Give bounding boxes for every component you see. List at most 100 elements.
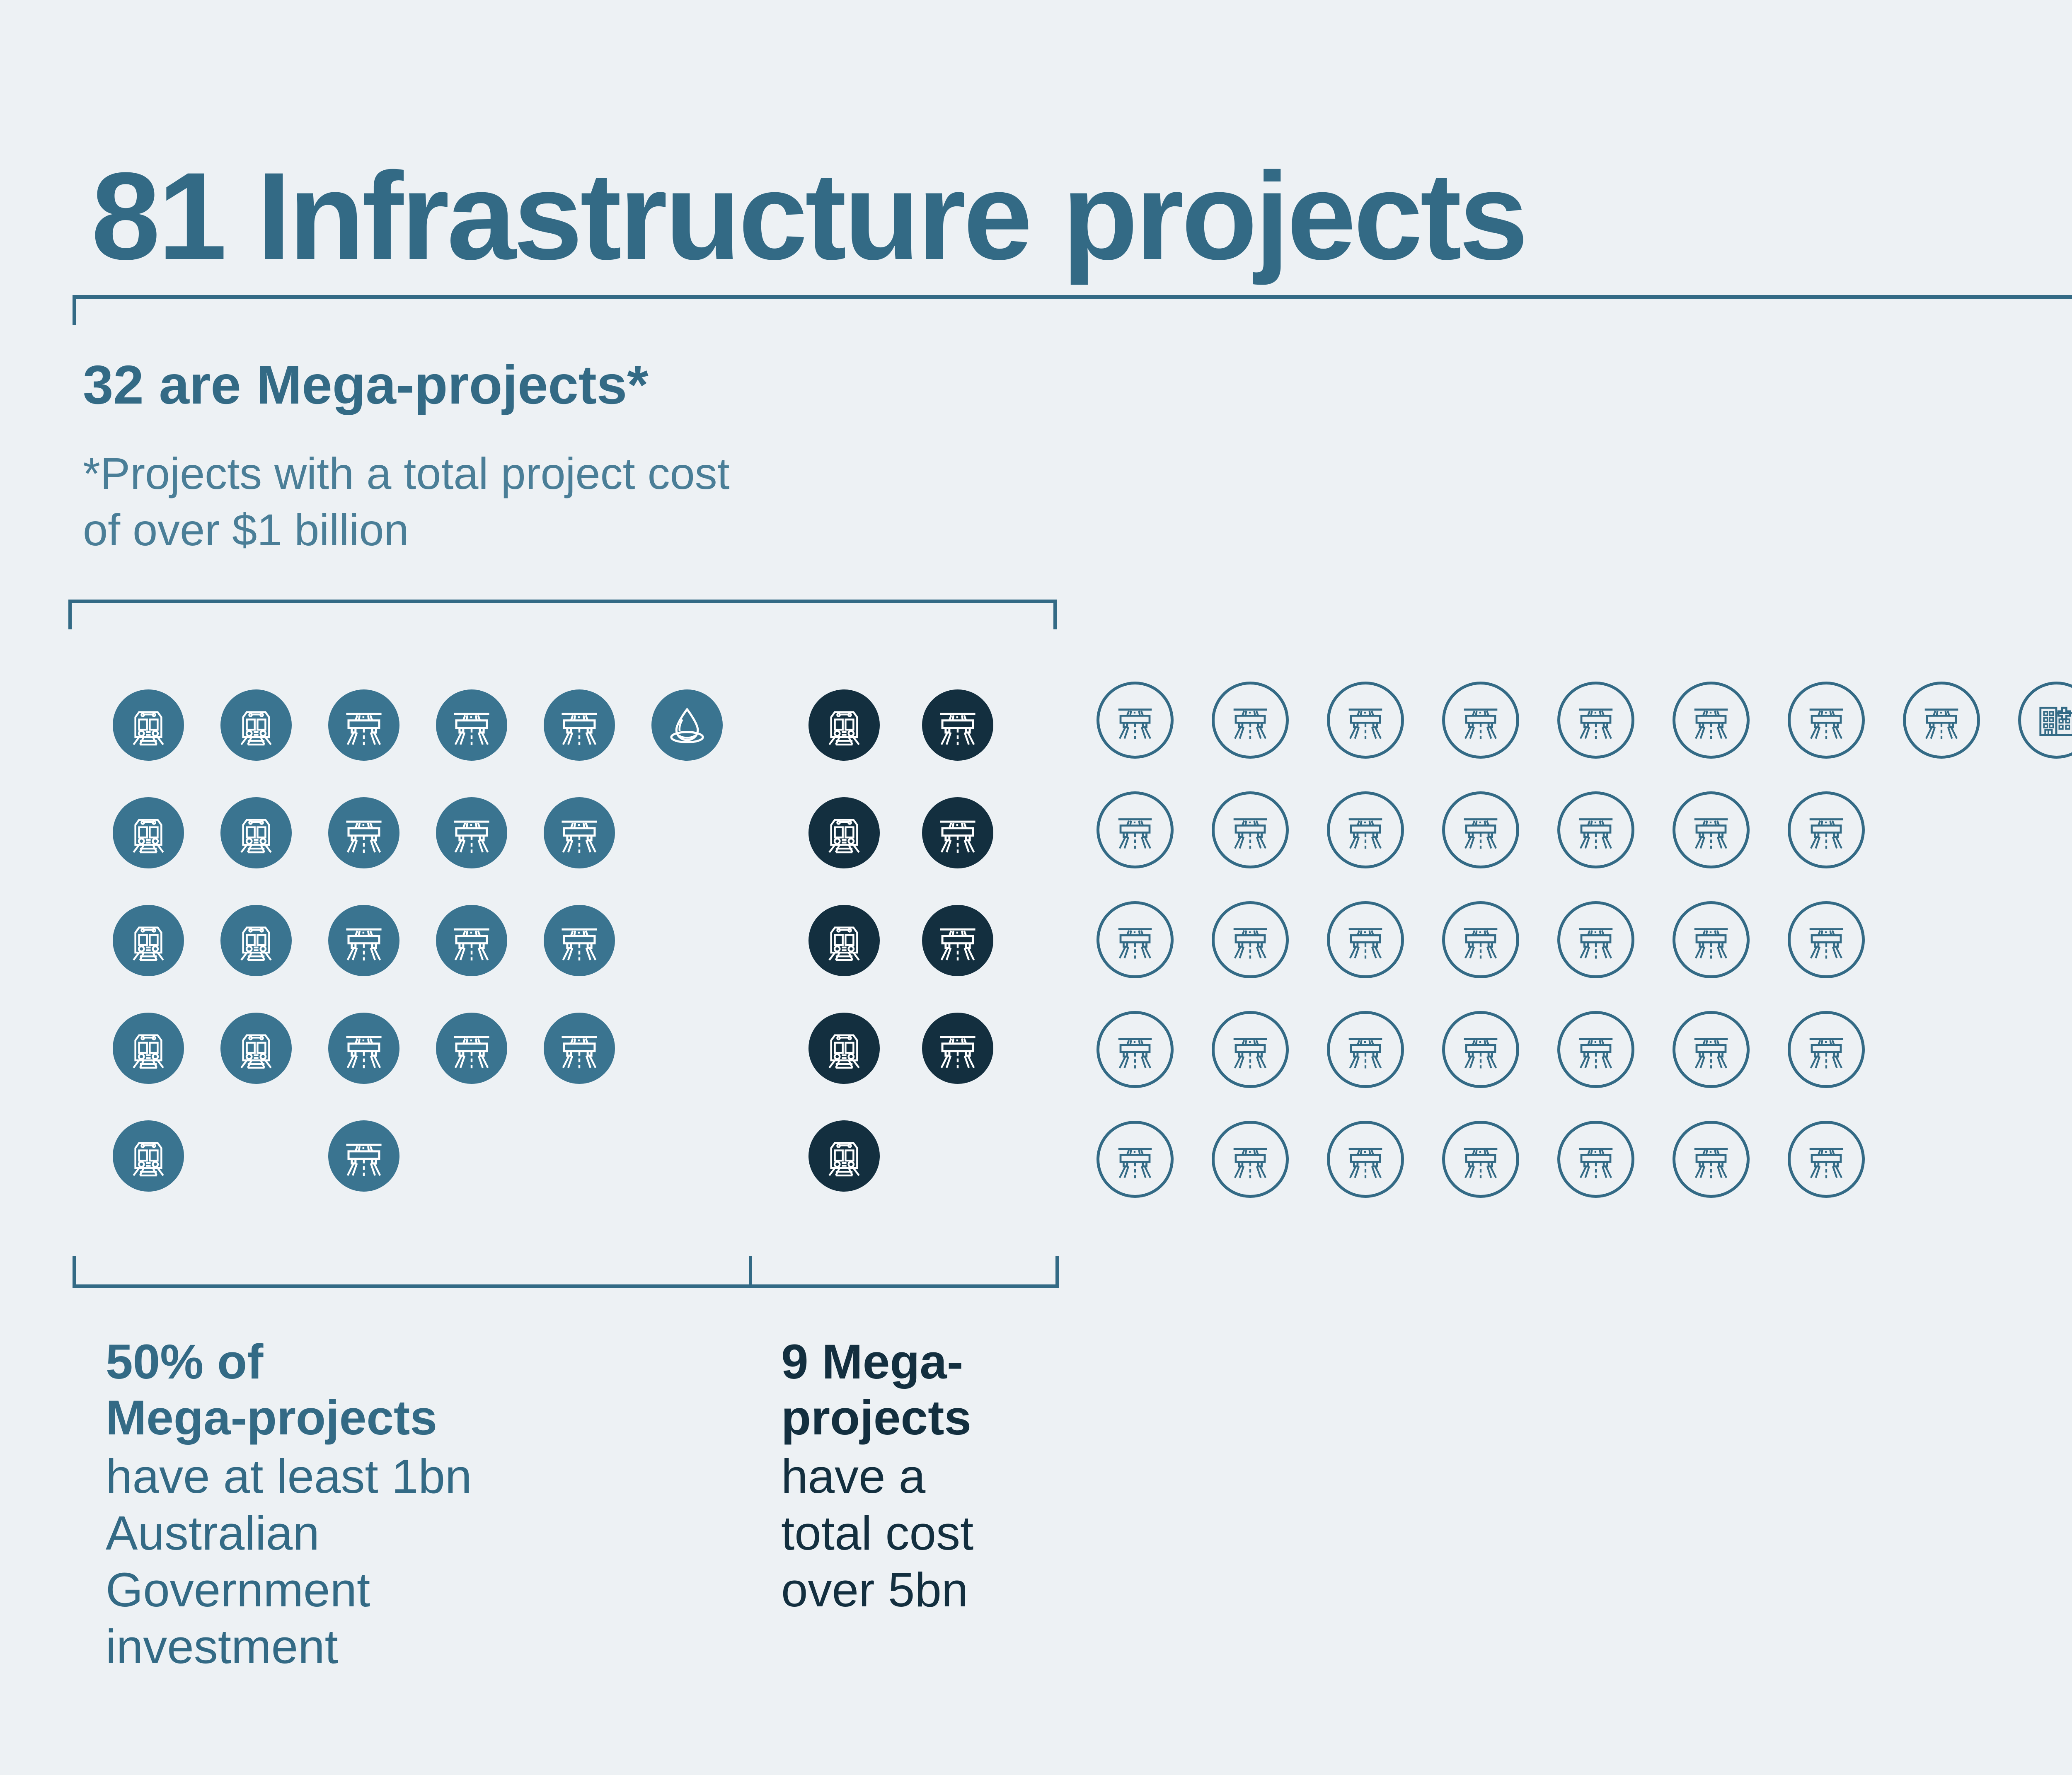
water-icon xyxy=(664,702,710,748)
pictogram-cell-road xyxy=(310,994,418,1102)
pictogram-cell-road xyxy=(1538,1104,1653,1214)
pictogram-badge-outline xyxy=(1442,1120,1519,1198)
road-icon xyxy=(341,917,387,964)
pictogram-cell-road xyxy=(310,887,418,994)
pictogram-cell-train xyxy=(202,779,310,887)
road-icon xyxy=(1459,1028,1503,1071)
pictogram-cell-road xyxy=(1538,994,1653,1104)
bracket-bottom-tick-right xyxy=(1055,1256,1059,1288)
road-icon xyxy=(1459,698,1503,742)
road-icon xyxy=(934,1025,981,1071)
pictogram-badge-teal xyxy=(325,687,402,764)
road-icon xyxy=(556,1025,603,1071)
page-title: 81 Infrastructure projects xyxy=(91,146,1528,285)
pictogram-badge-outline xyxy=(1557,901,1634,978)
road-icon xyxy=(1343,1028,1387,1071)
pictogram-cell-train xyxy=(787,994,901,1102)
bracket-top-tick-left xyxy=(73,295,76,325)
train-icon xyxy=(125,810,172,856)
road-icon xyxy=(1689,1028,1733,1071)
pictogram-badge-outline xyxy=(1327,1120,1404,1198)
road-icon xyxy=(1804,808,1848,852)
pictogram-badge-teal xyxy=(541,794,618,871)
pictogram-cell-road xyxy=(1653,885,1769,994)
road-icon xyxy=(1574,808,1618,852)
pictogram-cell-train xyxy=(787,1102,901,1210)
bracket-mid-tick-left xyxy=(68,600,72,629)
road-icon xyxy=(1113,918,1157,962)
road-icon xyxy=(1459,1137,1503,1181)
pictogram-cell-road xyxy=(1077,665,1193,775)
pictogram-badge-teal xyxy=(433,1010,510,1087)
pictogram-badge-outline xyxy=(1327,791,1404,868)
pictogram-cell-road xyxy=(1308,665,1423,775)
pictogram-cell-road xyxy=(901,994,1014,1102)
pictogram-badge-outline xyxy=(1212,1011,1289,1088)
pictogram-cell-road xyxy=(1077,885,1193,994)
pictogram-badge-navy xyxy=(806,1117,883,1195)
pictogram-badge-teal xyxy=(110,1010,187,1087)
pictogram-badge-outline xyxy=(1327,681,1404,759)
pictogram-badge-outline xyxy=(1212,681,1289,759)
pictogram-cell-road xyxy=(310,1102,418,1210)
road-icon xyxy=(1689,808,1733,852)
road-icon xyxy=(1113,808,1157,852)
pictogram-cell-road xyxy=(1769,775,1884,885)
road-icon xyxy=(1343,808,1387,852)
pictogram-badge-outline xyxy=(1557,791,1634,868)
road-icon xyxy=(1228,918,1272,962)
pictogram-badge-outline xyxy=(1788,1120,1865,1198)
pictogram-cell-road xyxy=(1193,1104,1308,1214)
pictogram-cell-road xyxy=(1653,994,1769,1104)
pictogram-cell-road xyxy=(418,887,525,994)
bracket-bottom-tick-middle xyxy=(749,1256,752,1288)
pictogram-cell-road xyxy=(1653,775,1769,885)
pictogram-cell-road xyxy=(310,779,418,887)
pictogram-badge-outline xyxy=(1673,791,1750,868)
pictogram-cell-road xyxy=(1423,885,1538,994)
pictogram-badge-teal xyxy=(433,794,510,871)
pictogram-cell-road xyxy=(1423,775,1538,885)
pictogram-badge-teal xyxy=(218,902,295,979)
pictogram-badge-navy xyxy=(806,687,883,764)
road-icon xyxy=(448,702,495,748)
train-icon xyxy=(821,917,867,964)
pictogram-group-navy xyxy=(787,671,1014,1210)
pictogram-cell-train xyxy=(94,887,202,994)
train-icon xyxy=(233,917,279,964)
pictogram-cell-road xyxy=(1538,885,1653,994)
caption-left-body: have at least 1bn Australian Government … xyxy=(106,1449,472,1673)
pictogram-badge-outline xyxy=(1097,901,1174,978)
pictogram-group-teal xyxy=(94,671,741,1210)
road-icon xyxy=(1689,698,1733,742)
pictogram-cell-train xyxy=(94,1102,202,1210)
pictogram-badge-teal xyxy=(649,687,726,764)
pictogram-badge-outline xyxy=(1788,1011,1865,1088)
pictogram-badge-outline xyxy=(1212,1120,1289,1198)
pictogram-cell-train xyxy=(202,994,310,1102)
train-icon xyxy=(233,702,279,748)
pictogram-badge-teal xyxy=(433,902,510,979)
pictogram-badge-navy xyxy=(919,1010,996,1087)
pictogram-badge-navy xyxy=(806,1010,883,1087)
pictogram-badge-teal xyxy=(325,1117,402,1195)
pictogram-badge-outline xyxy=(1442,681,1519,759)
road-icon xyxy=(1574,1137,1618,1181)
pictogram-badge-teal xyxy=(110,794,187,871)
pictogram-cell-road xyxy=(1538,665,1653,775)
pictogram-cell-water xyxy=(633,671,741,779)
caption-right-body: have a total cost over 5bn xyxy=(781,1449,974,1617)
road-icon xyxy=(1343,698,1387,742)
road-icon xyxy=(1574,918,1618,962)
pictogram-cell-road xyxy=(1308,885,1423,994)
pictogram-cell-road xyxy=(1423,1104,1538,1214)
pictogram-cell-train xyxy=(787,779,901,887)
pictogram-badge-outline xyxy=(1788,901,1865,978)
pictogram-cell-train xyxy=(94,671,202,779)
pictogram-cell-road xyxy=(1538,775,1653,885)
pictogram-cell-road xyxy=(901,887,1014,994)
pictogram-cell-road xyxy=(1193,665,1308,775)
pictogram-badge-teal xyxy=(218,794,295,871)
train-icon xyxy=(125,917,172,964)
road-icon xyxy=(1804,918,1848,962)
